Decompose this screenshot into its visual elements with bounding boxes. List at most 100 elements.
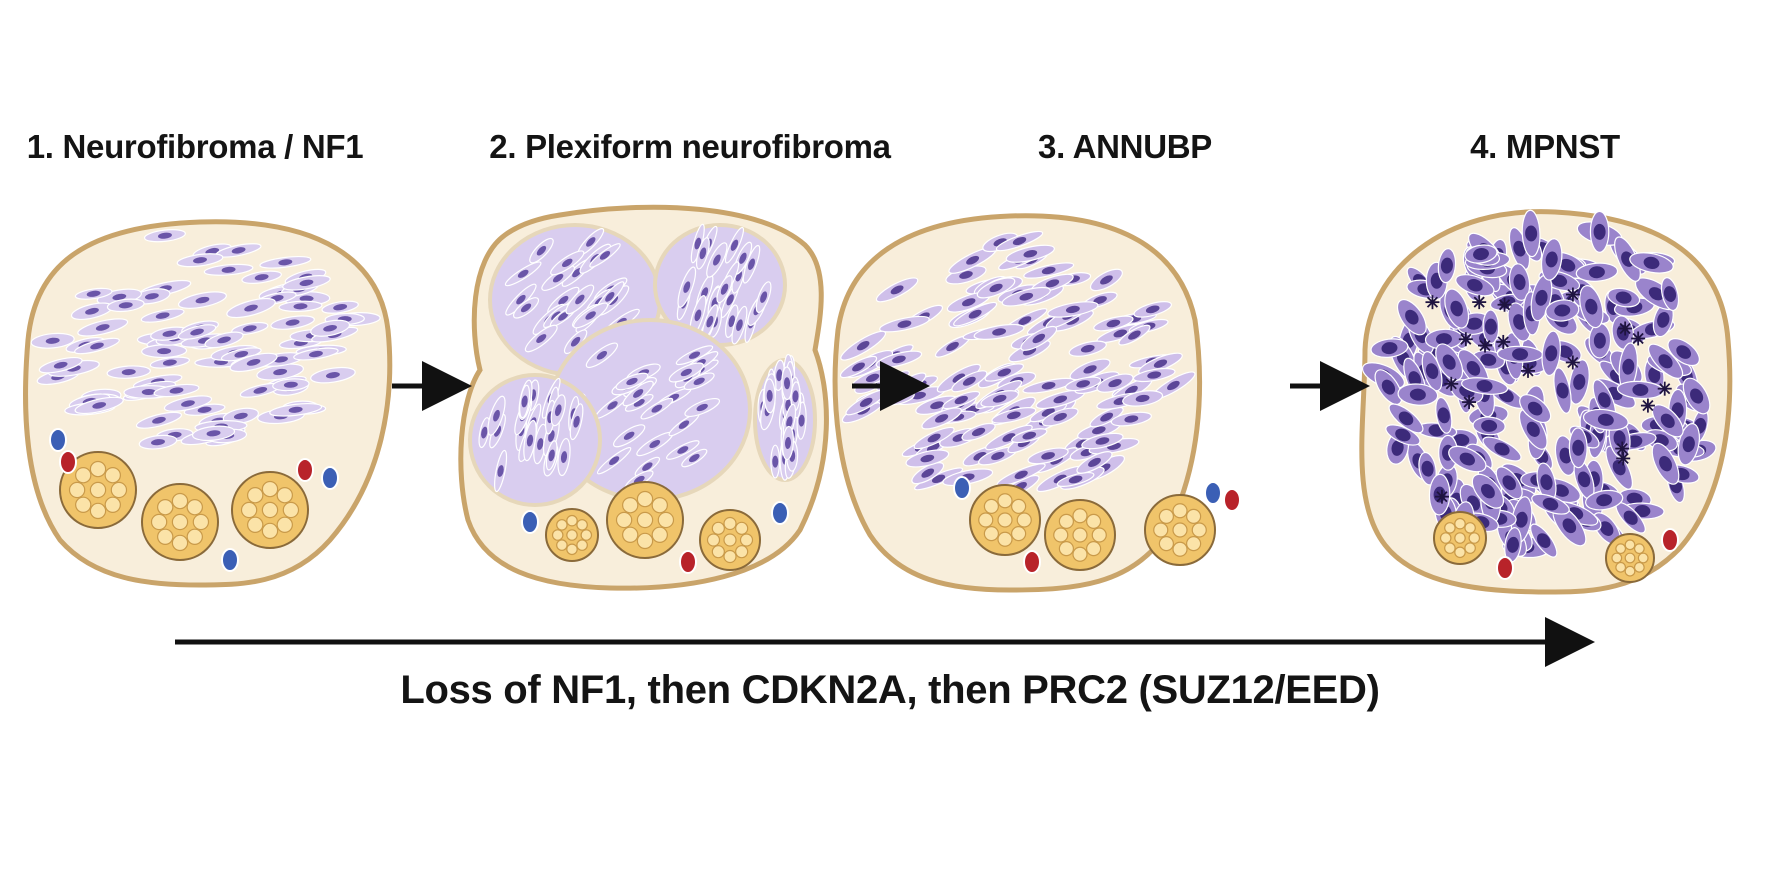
cell-nucleus xyxy=(493,409,500,422)
lesion-mpnst xyxy=(1359,209,1733,595)
cell-nucleus xyxy=(1525,225,1538,242)
cell-nucleus xyxy=(747,258,755,270)
cell-nucleus xyxy=(1515,511,1528,528)
axon xyxy=(1444,542,1456,554)
cell-nucleus xyxy=(1405,309,1419,325)
cell-nucleus xyxy=(1425,363,1439,380)
cell-nucleus xyxy=(244,304,258,312)
cell-nucleus xyxy=(1535,289,1548,306)
cell-nucleus xyxy=(1467,279,1483,292)
blood-vessel xyxy=(49,428,67,452)
cell-nucleus xyxy=(786,416,793,429)
cell-nucleus xyxy=(1676,345,1692,359)
cell-nucleus xyxy=(536,334,547,343)
axon xyxy=(1633,561,1645,573)
cell-nucleus xyxy=(926,442,940,452)
cell-nucleus xyxy=(760,291,768,303)
axon xyxy=(1454,546,1466,559)
cell-nucleus xyxy=(859,397,873,407)
cell-nucleus xyxy=(720,283,729,295)
cell-nucleus xyxy=(333,304,348,311)
cell-nucleus xyxy=(1556,382,1569,399)
cell-nucleus xyxy=(1068,475,1083,484)
mitotic-figure xyxy=(1632,332,1644,345)
blood-vessel xyxy=(1023,550,1041,574)
cell-nucleus xyxy=(784,437,792,450)
axon xyxy=(186,528,203,545)
axon xyxy=(622,526,639,543)
axon xyxy=(711,521,725,535)
cell-nucleus xyxy=(299,279,314,287)
cell-nucleus xyxy=(1690,388,1704,404)
cell-nucleus xyxy=(1622,358,1635,375)
cell-nucleus xyxy=(1502,475,1516,491)
axon xyxy=(551,529,564,541)
cell-nucleus xyxy=(308,350,323,358)
axon xyxy=(739,533,754,547)
cell-nucleus xyxy=(1453,433,1470,446)
cell-nucleus xyxy=(1494,442,1510,456)
axon xyxy=(997,493,1013,509)
cell-nucleus xyxy=(1135,394,1150,403)
axon xyxy=(636,532,654,550)
cell-nucleus xyxy=(1648,367,1661,384)
cell-nucleus xyxy=(1440,257,1453,274)
axon xyxy=(104,496,121,513)
cell-nucleus xyxy=(739,252,747,264)
cell-nucleus xyxy=(1153,359,1168,368)
cell-nucleus xyxy=(962,376,976,386)
axon xyxy=(1439,532,1452,544)
mitotic-figure xyxy=(1497,336,1509,348)
cell-nucleus xyxy=(726,294,734,306)
cell-nucleus xyxy=(1045,279,1060,288)
cell-nucleus xyxy=(85,307,99,315)
axon xyxy=(1011,526,1027,542)
cell-nucleus xyxy=(521,395,528,408)
cell-nucleus xyxy=(1053,395,1068,404)
cell-nucleus xyxy=(968,309,982,319)
cell-nucleus xyxy=(1648,287,1664,301)
cell-nucleus xyxy=(1125,385,1138,395)
cell-nucleus xyxy=(254,274,269,281)
blood-vessel xyxy=(1661,528,1679,552)
cell-nucleus xyxy=(730,239,739,251)
cell-nucleus xyxy=(197,406,212,413)
axon xyxy=(566,514,578,527)
cell-nucleus xyxy=(1562,518,1577,534)
cell-nucleus xyxy=(560,451,568,464)
axon xyxy=(1011,498,1027,514)
axon xyxy=(1191,522,1207,538)
axon xyxy=(1158,536,1174,552)
axon xyxy=(1611,552,1623,564)
axon xyxy=(622,497,639,514)
cell-nucleus xyxy=(1124,415,1139,423)
cell-nucleus xyxy=(1632,383,1649,396)
cell-nucleus xyxy=(92,402,107,409)
cell-nucleus xyxy=(623,431,635,440)
mitotic-figure xyxy=(1479,339,1491,352)
cell-nucleus xyxy=(1023,250,1038,258)
cell-nucleus xyxy=(1545,251,1558,268)
cell-nucleus xyxy=(253,387,268,394)
cell-nucleus xyxy=(680,368,692,377)
axon xyxy=(68,481,86,499)
cell-nucleus xyxy=(1663,286,1677,302)
cell-nucleus xyxy=(1513,240,1526,257)
cell-nucleus xyxy=(1093,296,1107,305)
cell-nucleus xyxy=(772,455,779,468)
axon xyxy=(1624,552,1636,564)
cell-nucleus xyxy=(586,237,596,247)
cell-nucleus xyxy=(766,389,773,402)
cell-nucleus xyxy=(90,342,104,350)
cell-nucleus xyxy=(852,362,865,372)
cell-nucleus xyxy=(1381,379,1396,395)
cell-nucleus xyxy=(1559,258,1576,272)
axon xyxy=(636,490,654,508)
cell-nucleus xyxy=(1100,275,1113,285)
axon xyxy=(276,487,293,504)
cell-nucleus xyxy=(1577,471,1591,488)
blood-vessel xyxy=(321,466,339,490)
axon xyxy=(576,519,588,531)
cell-nucleus xyxy=(1481,483,1495,499)
cell-nucleus xyxy=(1019,292,1034,301)
